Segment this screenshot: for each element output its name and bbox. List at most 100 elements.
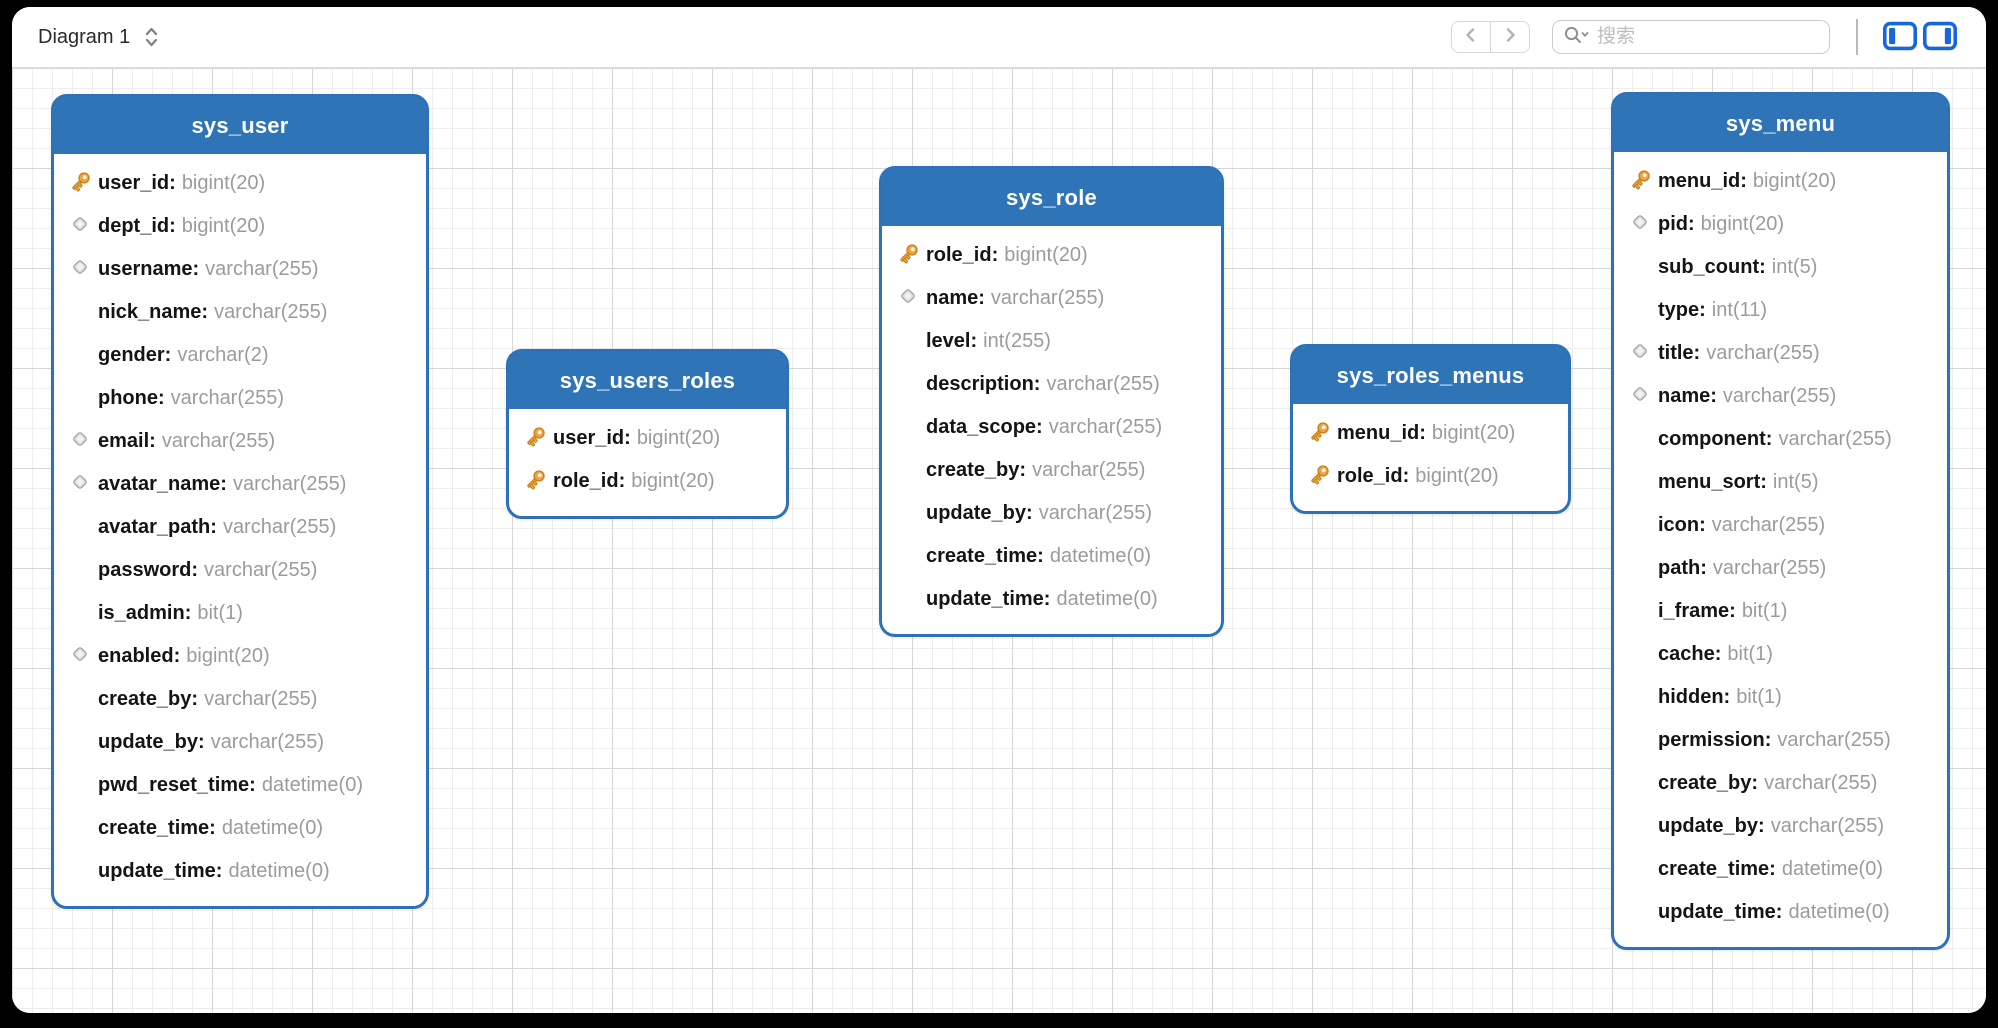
table-field-row[interactable]: username: varchar(255) [62,248,418,291]
table-field-row[interactable]: dept_id: bigint(20) [62,205,418,248]
table-node-sys_role[interactable]: sys_role [879,166,1224,637]
table-field-row[interactable]: description: varchar(255) [890,363,1213,406]
table-field-row[interactable]: pid: bigint(20) [1622,203,1939,246]
table-field-row[interactable]: update_by: varchar(255) [1622,805,1939,848]
table-field-row[interactable]: i_frame: bit(1) [1622,590,1939,633]
table-field-row[interactable]: pwd_reset_time: datetime(0) [62,764,418,807]
table-title: sys_users_roles [559,367,736,393]
index-icon [1630,212,1650,237]
field-name: password: [98,559,199,581]
field-type: datetime(0) [1781,858,1883,880]
table-node-sys_menu[interactable]: sys_menu [1611,92,1950,950]
search-input[interactable] [1595,25,1789,49]
field-name: sub_count: [1658,256,1766,278]
table-header[interactable]: sys_user [54,97,426,154]
field-name: update_by: [98,731,205,753]
table-node-sys_roles_menus[interactable]: sys_roles_menus [1290,344,1571,514]
table-field-row[interactable]: update_time: datetime(0) [62,850,418,893]
table-header[interactable]: sys_roles_menus [1293,347,1568,404]
index-icon [70,472,90,497]
table-node-sys_users_roles[interactable]: sys_users_roles [506,349,789,519]
back-button[interactable] [1452,22,1490,52]
table-field-row[interactable]: permission: varchar(255) [1622,719,1939,762]
field-name: nick_name: [98,301,209,323]
table-field-row[interactable]: cache: bit(1) [1622,633,1939,676]
search-field[interactable] [1552,20,1830,54]
field-name: name: [1658,385,1717,407]
field-name: update_by: [1658,815,1765,837]
table-field-row[interactable]: type: int(11) [1622,289,1939,332]
field-type: varchar(255) [1778,428,1892,450]
table-field-row[interactable]: avatar_path: varchar(255) [62,506,418,549]
field-type: bigint(20) [636,427,721,449]
diagram-selector[interactable]: Diagram 1 [38,26,159,49]
field-name: description: [926,373,1041,395]
field-type: varchar(2) [177,344,269,366]
table-field-row[interactable]: component: varchar(255) [1622,418,1939,461]
field-name: is_admin: [98,602,192,624]
table-field-row[interactable]: create_by: varchar(255) [1622,762,1939,805]
table-body: menu_id: bigint(20) [1614,152,1947,947]
table-field-row[interactable]: enabled: bigint(20) [62,635,418,678]
toggle-right-sidebar-button[interactable] [1920,19,1960,55]
table-field-row[interactable]: name: varchar(255) [1622,375,1939,418]
index-icon [70,214,90,239]
table-body: role_id: bigint(20) [882,226,1221,634]
table-field-row[interactable]: data_scope: varchar(255) [890,406,1213,449]
table-field-row[interactable]: menu_id: bigint(20) [1301,412,1560,455]
table-field-row[interactable]: password: varchar(255) [62,549,418,592]
table-header[interactable]: sys_menu [1614,95,1947,152]
table-field-row[interactable]: menu_id: bigint(20) [1622,160,1939,203]
table-field-row[interactable]: create_time: datetime(0) [62,807,418,850]
table-field-row[interactable]: avatar_name: varchar(255) [62,463,418,506]
table-field-row[interactable]: path: varchar(255) [1622,547,1939,590]
table-field-row[interactable]: icon: varchar(255) [1622,504,1939,547]
field-name: role_id: [926,244,999,266]
table-field-row[interactable]: create_time: datetime(0) [1622,848,1939,891]
field-name: create_time: [98,817,216,839]
diagram-canvas[interactable]: sys_user [12,68,1986,1013]
field-type: bigint(20) [1700,213,1785,235]
index-icon [898,286,918,311]
table-field-row[interactable]: name: varchar(255) [890,277,1213,320]
table-field-row[interactable]: title: varchar(255) [1622,332,1939,375]
table-field-row[interactable]: sub_count: int(5) [1622,246,1939,289]
field-type: varchar(255) [161,430,276,452]
history-nav-group [1451,21,1530,53]
table-field-row[interactable]: update_by: varchar(255) [62,721,418,764]
table-field-row[interactable]: user_id: bigint(20) [62,162,418,205]
table-node-sys_user[interactable]: sys_user [51,94,429,909]
table-field-row[interactable]: nick_name: varchar(255) [62,291,418,334]
field-type: varchar(255) [1722,385,1837,407]
table-field-row[interactable]: level: int(255) [890,320,1213,363]
table-field-row[interactable]: gender: varchar(2) [62,334,418,377]
table-field-row[interactable]: role_id: bigint(20) [517,460,778,503]
table-field-row[interactable]: create_time: datetime(0) [890,535,1213,578]
table-field-row[interactable]: phone: varchar(255) [62,377,418,420]
table-header[interactable]: sys_users_roles [509,352,786,409]
table-field-row[interactable]: update_by: varchar(255) [890,492,1213,535]
field-type: bigint(20) [1004,244,1088,266]
forward-button[interactable] [1490,22,1529,52]
primary-key-icon [1308,420,1331,448]
toggle-left-sidebar-button[interactable] [1880,19,1920,55]
field-name: pwd_reset_time: [98,774,256,796]
field-type: datetime(0) [1788,901,1890,923]
table-field-row[interactable]: create_by: varchar(255) [62,678,418,721]
table-field-row[interactable]: hidden: bit(1) [1622,676,1939,719]
table-field-row[interactable]: update_time: datetime(0) [890,578,1213,621]
field-icon-cell [1301,463,1337,491]
table-field-row[interactable]: create_by: varchar(255) [890,449,1213,492]
table-field-row[interactable]: email: varchar(255) [62,420,418,463]
search-magnifier-icon [1563,25,1589,50]
table-field-row[interactable]: user_id: bigint(20) [517,417,778,460]
field-name: gender: [98,344,172,366]
table-header[interactable]: sys_role [882,169,1221,226]
field-type: varchar(255) [205,258,319,280]
table-field-row[interactable]: role_id: bigint(20) [890,234,1213,277]
table-field-row[interactable]: role_id: bigint(20) [1301,455,1560,498]
table-field-row[interactable]: update_time: datetime(0) [1622,891,1939,934]
table-field-row[interactable]: menu_sort: int(5) [1622,461,1939,504]
table-body: user_id: bigint(20) [54,154,426,906]
table-field-row[interactable]: is_admin: bit(1) [62,592,418,635]
